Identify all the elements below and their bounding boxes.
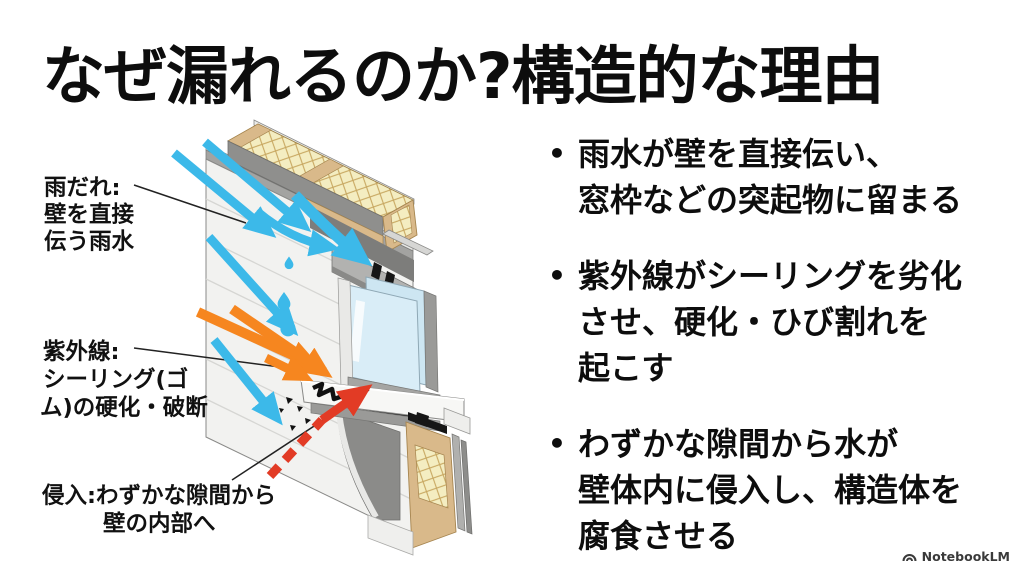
label-rain-drip: 雨だれ: 壁を直接 伝う雨水 <box>44 175 135 255</box>
corner-channel <box>451 433 466 532</box>
intrusion-arrow <box>266 384 373 480</box>
notebooklm-logo-icon <box>902 554 917 562</box>
water-drop-icons <box>277 256 296 337</box>
label-intrusion-line2: 壁の内部へ <box>103 510 216 537</box>
uv-arrows <box>195 304 333 382</box>
page-title: なぜ漏れるのか?構造的な理由 <box>42 40 885 113</box>
label-intrusion-line1: 侵入:わずかな隙間から <box>41 483 276 509</box>
bullet-text: 腐食させる <box>578 517 739 555</box>
head-caulk-seal <box>371 262 382 280</box>
lower-siding-panel <box>367 514 414 556</box>
label-uv-line1: 紫外線: <box>43 338 120 365</box>
bullet-item-uv: • 紫外線がシーリングを劣化 させ、硬化・ひび割れを 起こす <box>548 253 1018 391</box>
bullet-item-rain: • 雨水が壁を直接伝い、 窓枠などの突起物に留まる <box>548 131 1018 223</box>
label-uv-line3: ム)の硬化・破断 <box>40 394 208 421</box>
wall-window-cross-section-diagram: 雨だれ: 壁を直接 伝う雨水 紫外線: シーリング(ゴ ム)の硬化・破断 侵入:… <box>40 119 473 556</box>
bullet-text: させ、硬化・ひび割れを <box>578 303 931 341</box>
corner-channel <box>460 439 473 535</box>
bullet-text: 窓枠などの突起物に留まる <box>578 181 963 219</box>
glass-reflection <box>350 300 365 362</box>
label-rain-line2: 壁を直接 <box>44 201 135 228</box>
bullet-text: 紫外線がシーリングを劣化 <box>578 257 963 295</box>
sheathing-curved-panel <box>336 409 401 521</box>
lower-stud-wall <box>367 412 473 556</box>
bullet-marker: • <box>548 259 566 292</box>
bullet-text: 壁体内に侵入し、構造体を <box>578 471 963 509</box>
flashing-rail <box>382 229 434 256</box>
label-rain-line1: 雨だれ: <box>44 175 121 201</box>
bullet-marker: • <box>548 427 566 460</box>
bullet-list: • 雨水が壁を直接伝い、 窓枠などの突起物に留まる • 紫外線がシーリングを劣化… <box>548 131 1018 571</box>
notebooklm-watermark: NotebookLM <box>902 549 1010 564</box>
bullet-text: 雨水が壁を直接伝い、 <box>578 135 899 173</box>
brand-label: NotebookLM <box>921 549 1010 564</box>
rain-leader-line <box>133 184 247 224</box>
stud-top-seal <box>408 412 447 434</box>
window-right-jamb <box>423 290 439 393</box>
bullet-item-intrusion: • わずかな隙間から水が 壁体内に侵入し、構造体を 腐食させる <box>548 421 1018 559</box>
label-rain-line3: 伝う雨水 <box>44 229 135 255</box>
bullet-marker: • <box>548 137 566 170</box>
insulated-header <box>227 119 434 256</box>
label-uv-line2: シーリング(ゴ <box>43 366 188 393</box>
bullet-text: 起こす <box>578 349 674 387</box>
label-intrusion: 侵入:わずかな隙間から 壁の内部へ <box>41 483 276 537</box>
rain-arrows <box>171 138 373 426</box>
bullet-text: わずかな隙間から水が <box>578 425 899 463</box>
label-uv-sealing: 紫外線: シーリング(ゴ ム)の硬化・破断 <box>40 338 208 421</box>
